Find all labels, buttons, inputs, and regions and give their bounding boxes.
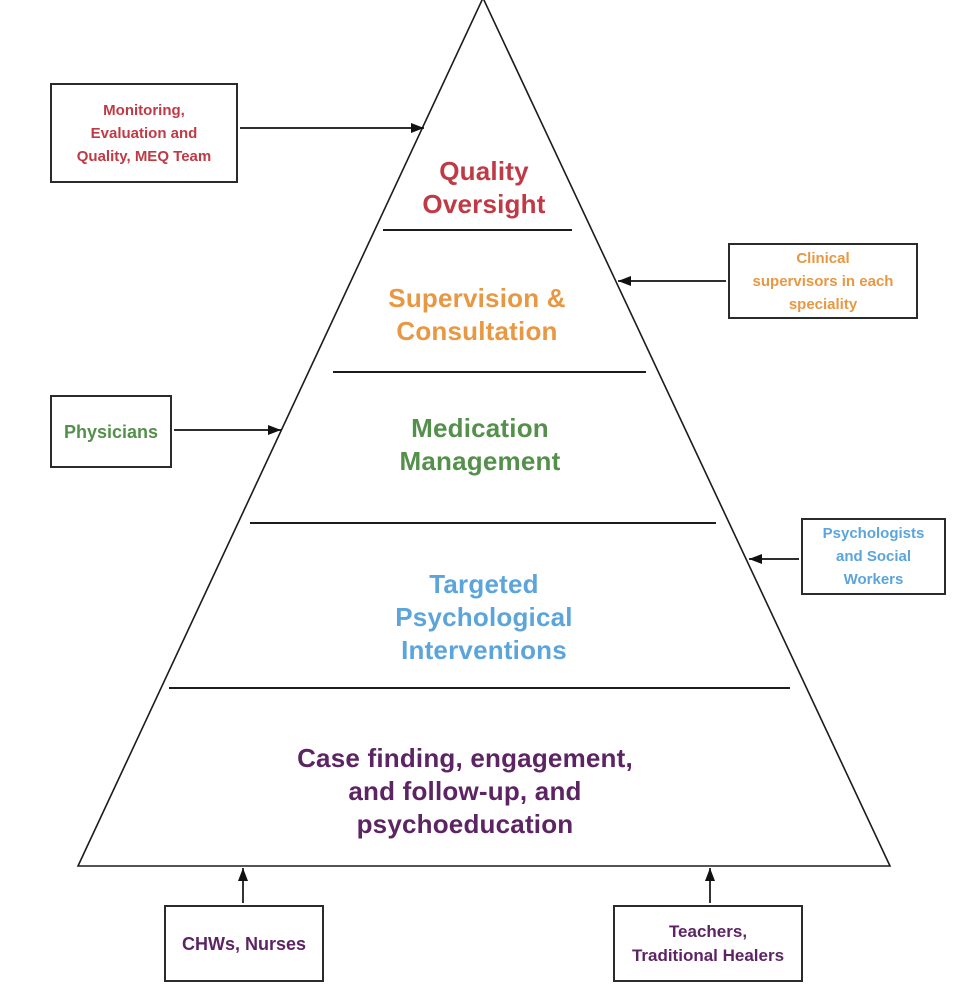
tier-label-line: Quality bbox=[439, 156, 529, 186]
tier-label-medication-management: Medication Management bbox=[330, 412, 630, 478]
callout-line: Psychologists bbox=[822, 525, 925, 542]
tier-label-line: Supervision & bbox=[388, 283, 566, 313]
tier-label-line: psychoeducation bbox=[356, 809, 574, 839]
tier-label-quality-oversight: Quality Oversight bbox=[334, 155, 634, 221]
callout-line: and Social bbox=[835, 548, 912, 565]
callout-clinical-supervisors: Clinical supervisors in each speciality bbox=[728, 243, 918, 319]
callout-line: Clinical bbox=[796, 249, 850, 267]
tier-label-line: Psychological bbox=[395, 602, 573, 632]
callout-chws-nurses: CHWs, Nurses bbox=[164, 905, 324, 982]
tier-label-line: Consultation bbox=[396, 316, 558, 346]
tier-label-line: and follow-up, and bbox=[348, 776, 582, 806]
tier-label-case-finding: Case finding, engagement, and follow-up,… bbox=[262, 742, 668, 841]
callout-line: Evaluation and bbox=[90, 124, 198, 142]
callout-line: Monitoring, bbox=[103, 101, 185, 119]
tier-label-line: Management bbox=[399, 446, 561, 476]
callout-meq-team: Monitoring, Evaluation and Quality, MEQ … bbox=[50, 83, 238, 183]
callout-line: Teachers, bbox=[668, 921, 748, 941]
tier-label-line: Case finding, engagement, bbox=[297, 743, 633, 773]
callout-line: supervisors in each bbox=[752, 272, 894, 290]
callout-line: Traditional Healers bbox=[631, 945, 785, 965]
tier-label-targeted-psychological-interventions: Targeted Psychological Interventions bbox=[334, 568, 634, 667]
callout-teachers-traditional-healers: Teachers, Traditional Healers bbox=[613, 905, 803, 982]
callout-line: Workers bbox=[843, 571, 904, 588]
callout-line: CHWs, Nurses bbox=[181, 933, 307, 954]
callout-line: speciality bbox=[788, 295, 858, 313]
tier-label-line: Targeted bbox=[429, 569, 539, 599]
tier-label-line: Interventions bbox=[401, 635, 567, 665]
tier-label-line: Oversight bbox=[422, 189, 546, 219]
callout-line: Quality, MEQ Team bbox=[76, 147, 212, 165]
callout-psychologists-social-workers: Psychologists and Social Workers bbox=[801, 518, 946, 595]
tier-label-supervision-consultation: Supervision & Consultation bbox=[327, 282, 627, 348]
callout-line: Physicians bbox=[63, 421, 159, 442]
callout-physicians: Physicians bbox=[50, 395, 172, 468]
tier-label-line: Medication bbox=[411, 413, 549, 443]
